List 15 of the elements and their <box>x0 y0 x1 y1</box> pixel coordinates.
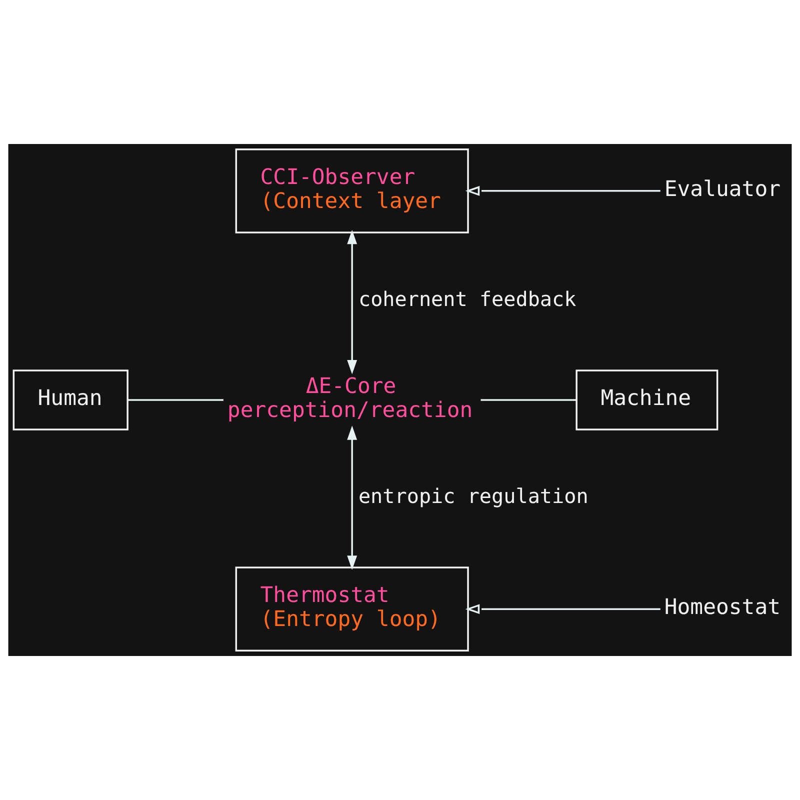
node-box: Machine <box>576 370 718 430</box>
node-box: Thermostat (Entropy loop) <box>235 566 469 652</box>
arrow <box>465 604 660 614</box>
arrow <box>347 230 358 374</box>
node-box: Human <box>12 370 128 430</box>
connector <box>128 399 224 401</box>
edge-label: entropic regulation <box>358 484 588 508</box>
edge-label: cohernent feedback <box>358 287 576 312</box>
connector <box>480 399 577 401</box>
node-text: Homeostat <box>664 595 781 620</box>
node-text: Evaluator <box>664 177 781 202</box>
node-text: ΔE-Core perception/reaction <box>227 374 473 424</box>
node-box: CCI-Observer (Context layer <box>235 148 469 234</box>
arrow <box>465 186 660 196</box>
arrow <box>347 426 358 570</box>
